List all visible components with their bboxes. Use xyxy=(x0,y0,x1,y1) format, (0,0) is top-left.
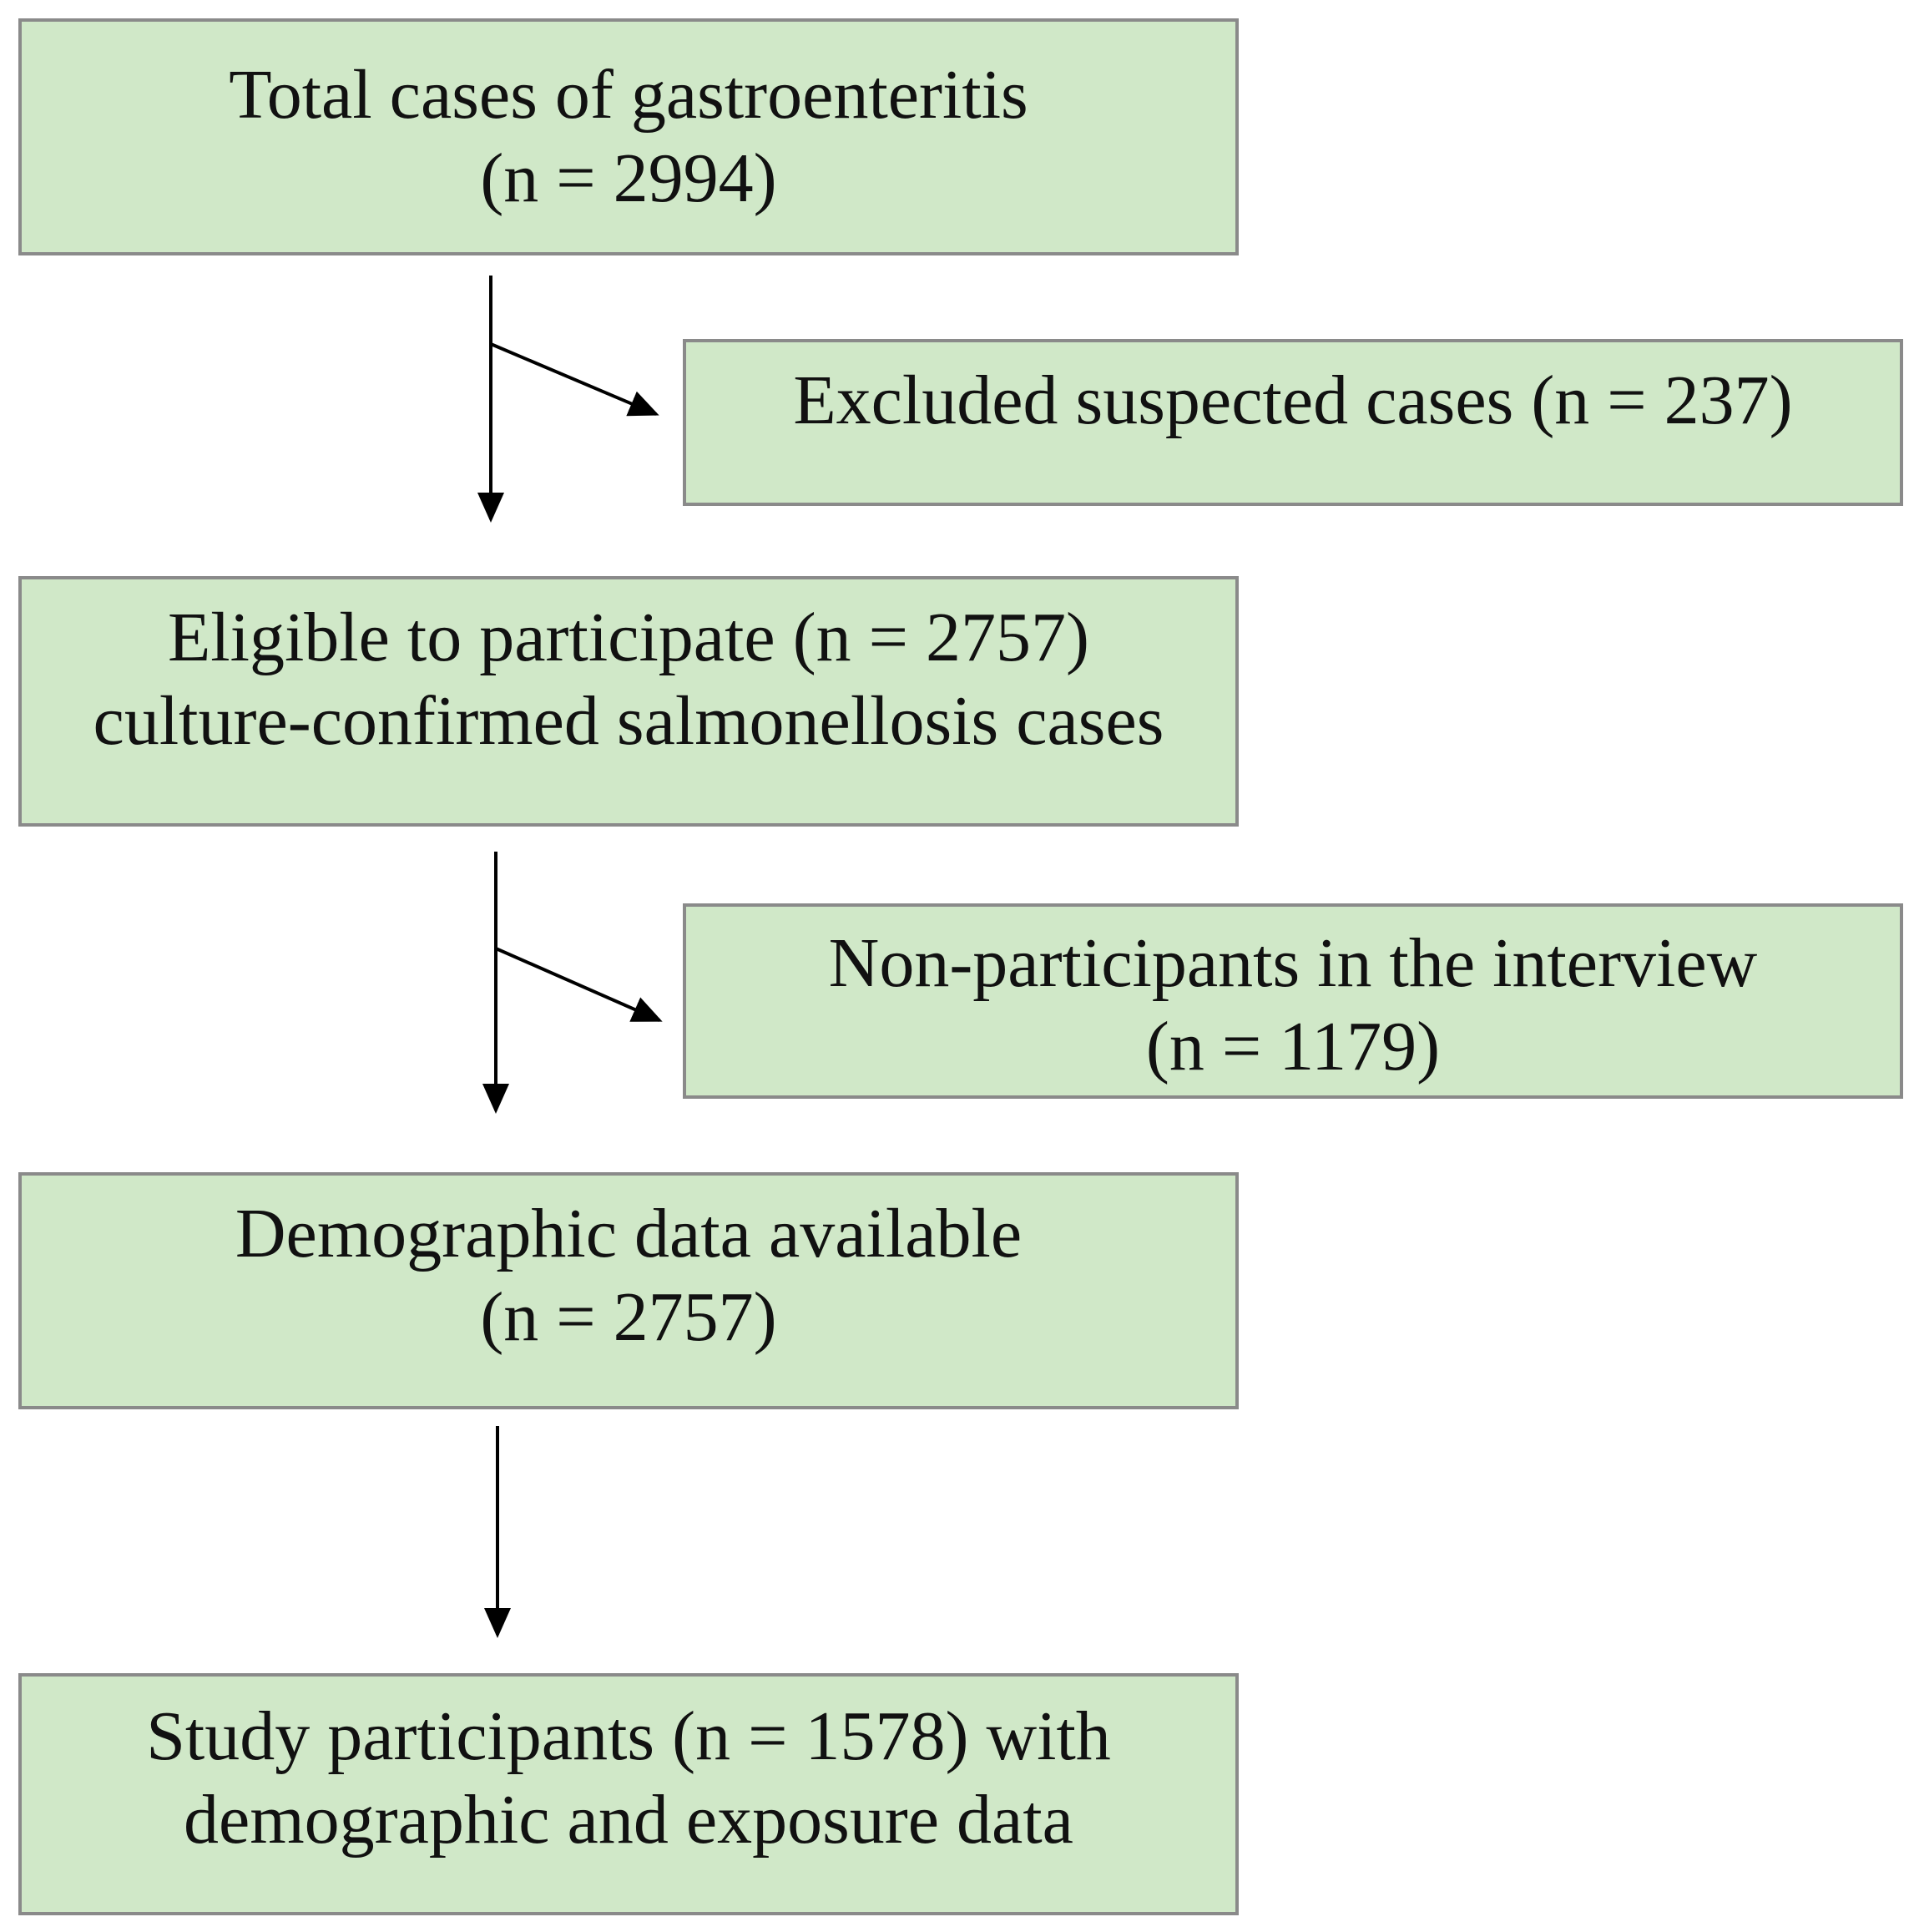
box-non-participants: Non-participants in the interview (n = 1… xyxy=(683,903,1903,1099)
arrow-to-excluded xyxy=(490,342,659,417)
box-demographic-line-2: (n = 2757) xyxy=(480,1278,777,1356)
box-study-participants: Study participants (n = 1578) with demog… xyxy=(18,1673,1239,1915)
box-study-line-2: demographic and exposure data xyxy=(184,1781,1073,1859)
arrow-to-nonparticipants xyxy=(495,947,663,1022)
box-eligible-line-2: culture-confirmed salmonellosis cases xyxy=(93,682,1164,760)
box-non-participants-line-2: (n = 1179) xyxy=(1145,1008,1441,1085)
box-total-cases-line-2: (n = 2994) xyxy=(480,139,777,217)
box-excluded-cases: Excluded suspected cases (n = 237) xyxy=(683,339,1903,506)
box-eligible-participants: Eligible to participate (n = 2757) cultu… xyxy=(18,576,1239,827)
box-non-participants-line-1: Non-participants in the interview xyxy=(828,924,1758,1002)
box-total-cases: Total cases of gastroenteritis (n = 2994… xyxy=(18,18,1239,255)
box-demographic-data: Demographic data available (n = 2757) xyxy=(18,1172,1239,1409)
box-study-line-1: Study participants (n = 1578) with xyxy=(146,1697,1111,1775)
box-total-cases-line-1: Total cases of gastroenteritis xyxy=(229,56,1028,134)
box-eligible-line-1: Eligible to participate (n = 2757) xyxy=(167,599,1090,676)
box-excluded-cases-line-1: Excluded suspected cases (n = 237) xyxy=(793,362,1793,439)
box-demographic-line-1: Demographic data available xyxy=(235,1195,1023,1272)
